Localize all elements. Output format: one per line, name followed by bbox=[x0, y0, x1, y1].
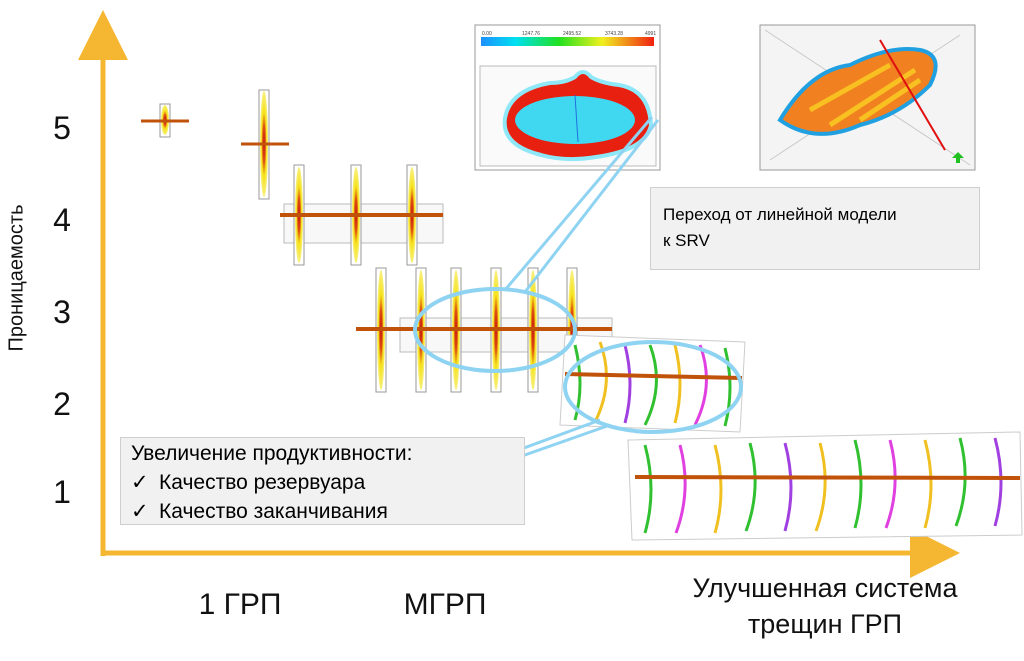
productivity-item: ✓ Качество заканчивания bbox=[131, 497, 514, 526]
single-frac-well-1 bbox=[141, 103, 189, 138]
note-line: к SRV bbox=[663, 231, 710, 250]
x-category-line: трещин ГРП bbox=[747, 609, 903, 639]
highlight-ellipse-2 bbox=[563, 340, 743, 434]
srv-contour-image bbox=[474, 24, 661, 171]
colorbar-tick: 2495.52 bbox=[563, 31, 582, 37]
check-icon: ✓ bbox=[131, 500, 149, 523]
productivity-item-label: Качество резервуара bbox=[159, 471, 366, 494]
single-frac-well-2 bbox=[241, 89, 289, 200]
productivity-item-label: Качество заканчивания bbox=[159, 500, 388, 523]
colorbar-tick: 1247.76 bbox=[522, 31, 541, 37]
x-category-line: Улучшенная система bbox=[692, 573, 958, 603]
colorbar-tick: 0.00 bbox=[482, 31, 492, 37]
srv-transition-note: Переход от линейной модели к SRV bbox=[650, 187, 980, 270]
productivity-title: Увеличение продуктивности: bbox=[131, 442, 413, 465]
y-axis-label: Проницаемость bbox=[5, 204, 28, 352]
y-tick: 3 bbox=[53, 294, 71, 330]
productivity-box: Увеличение продуктивности: ✓ Качество рез… bbox=[120, 437, 525, 525]
y-tick: 5 bbox=[53, 110, 71, 146]
multistage-well-3 bbox=[280, 164, 444, 266]
x-category-single-frac: 1 ГРП bbox=[198, 588, 282, 621]
y-tick: 1 bbox=[53, 474, 71, 510]
colorbar-tick: 4991 bbox=[645, 31, 657, 37]
complex-fracture-panel-1 bbox=[559, 334, 746, 433]
x-category-multistage: МГРП bbox=[403, 588, 487, 621]
note-line: Переход от линейной модели bbox=[663, 205, 897, 224]
highlight-ellipse-1 bbox=[413, 287, 577, 373]
check-icon: ✓ bbox=[131, 471, 149, 494]
productivity-item: ✓ Качество резервуара bbox=[131, 468, 514, 497]
y-tick: 2 bbox=[53, 386, 71, 422]
colorbar-tick: 3743.28 bbox=[605, 31, 624, 37]
3d-fracture-network-image bbox=[759, 24, 976, 171]
y-tick: 4 bbox=[53, 202, 71, 238]
x-category-improved-network: Улучшенная система трещин ГРП bbox=[650, 570, 1000, 642]
complex-fracture-panel-2 bbox=[627, 431, 1023, 541]
